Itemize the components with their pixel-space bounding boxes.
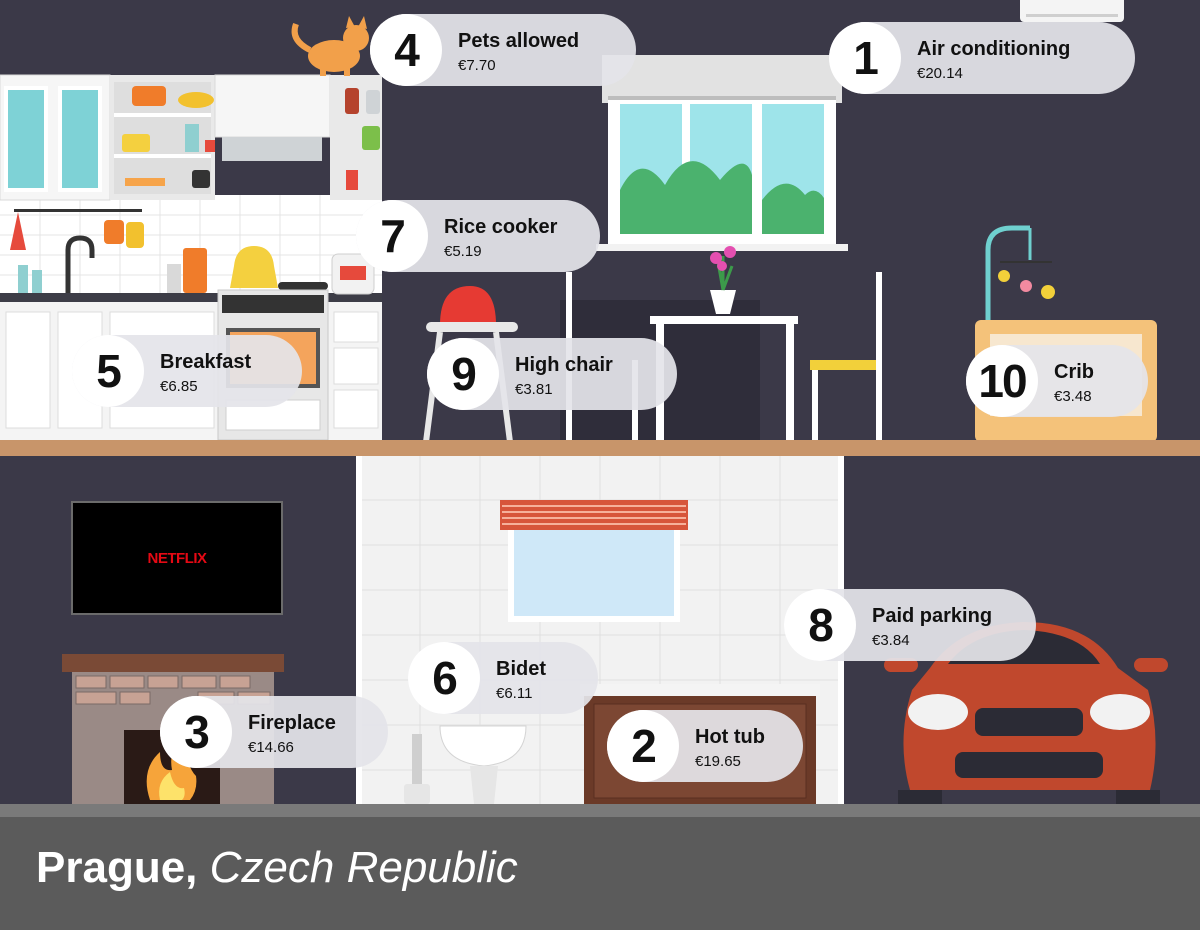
cat-icon bbox=[291, 16, 369, 76]
car-icon bbox=[884, 622, 1168, 804]
rank-badge: 6 bbox=[408, 642, 480, 714]
amenity-name: Paid parking bbox=[872, 605, 993, 627]
amenity-air-conditioning: 1 Air conditioning €20.14 bbox=[829, 22, 1135, 94]
rank-badge: 7 bbox=[356, 200, 428, 272]
netflix-logo: NETFLIX bbox=[72, 502, 282, 614]
amenity-name: Pets allowed bbox=[458, 30, 580, 52]
kitchen bbox=[0, 74, 382, 441]
amenity-price: €6.85 bbox=[160, 378, 198, 395]
amenity-name: High chair bbox=[515, 354, 613, 376]
floor-divider bbox=[0, 440, 1200, 456]
amenity-pets-allowed: 4 Pets allowed €7.70 bbox=[370, 14, 636, 86]
location-footer: Prague, Czech Republic bbox=[0, 817, 1200, 930]
amenity-price: €14.66 bbox=[248, 739, 294, 756]
netflix-logo-text: NETFLIX bbox=[147, 549, 208, 567]
amenity-name: Rice cooker bbox=[444, 216, 558, 238]
amenity-price: €19.65 bbox=[695, 753, 741, 770]
amenity-hot-tub: 2 Hot tub €19.65 bbox=[607, 710, 803, 782]
amenity-price: €3.48 bbox=[1054, 388, 1092, 405]
rank-badge: 4 bbox=[370, 14, 442, 86]
tv bbox=[71, 501, 283, 615]
rank-badge: 5 bbox=[72, 335, 144, 407]
city-name: Prague, bbox=[36, 843, 198, 892]
amenity-name: Crib bbox=[1054, 361, 1094, 383]
amenity-price: €6.11 bbox=[496, 685, 533, 702]
rank-badge: 1 bbox=[829, 22, 901, 94]
amenity-rice-cooker: 7 Rice cooker €5.19 bbox=[356, 200, 600, 272]
rank-badge: 2 bbox=[607, 710, 679, 782]
location-title: Prague, Czech Republic bbox=[36, 843, 518, 893]
amenity-fireplace: 3 Fireplace €14.66 bbox=[160, 696, 388, 768]
window bbox=[596, 55, 848, 251]
amenity-high-chair: 9 High chair €3.81 bbox=[427, 338, 677, 410]
rank-badge: 9 bbox=[427, 338, 499, 410]
amenity-bidet: 6 Bidet €6.11 bbox=[408, 642, 598, 714]
amenity-breakfast: 5 Breakfast €6.85 bbox=[72, 335, 302, 407]
amenity-name: Hot tub bbox=[695, 726, 765, 748]
amenity-price: €3.84 bbox=[872, 632, 910, 649]
rank-badge: 3 bbox=[160, 696, 232, 768]
amenity-paid-parking: 8 Paid parking €3.84 bbox=[784, 589, 1036, 661]
air-conditioner-icon bbox=[1020, 0, 1124, 22]
amenity-price: €7.70 bbox=[458, 57, 496, 74]
rank-badge: 8 bbox=[784, 589, 856, 661]
amenity-name: Bidet bbox=[496, 658, 546, 680]
amenity-name: Air conditioning bbox=[917, 38, 1071, 60]
amenity-crib: 10 Crib €3.48 bbox=[966, 345, 1148, 417]
amenity-name: Breakfast bbox=[160, 351, 252, 373]
amenity-price: €5.19 bbox=[444, 243, 482, 260]
amenity-name: Fireplace bbox=[248, 712, 336, 734]
rank-badge: 10 bbox=[966, 345, 1038, 417]
amenity-price: €20.14 bbox=[917, 65, 963, 82]
amenity-price: €3.81 bbox=[515, 381, 553, 398]
country-name: Czech Republic bbox=[209, 843, 518, 892]
